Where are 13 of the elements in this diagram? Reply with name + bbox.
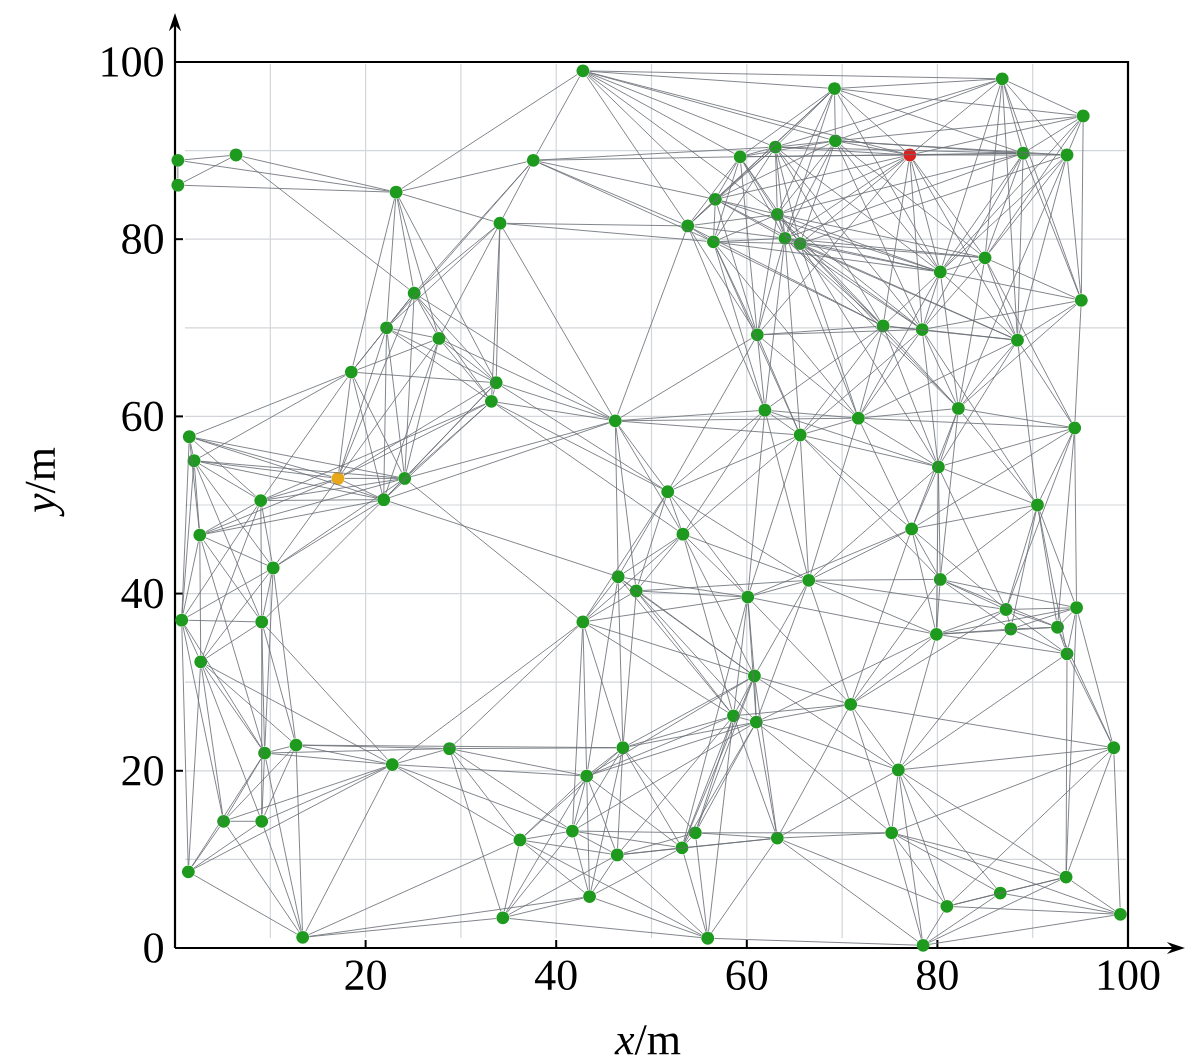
tick-label: 100	[1098, 960, 1160, 991]
tick-label: 60	[726, 960, 768, 991]
axis-label: y/m	[25, 447, 65, 517]
tick-label: 60	[122, 401, 163, 432]
axis-label: x/m	[614, 1025, 681, 1055]
tick-label: 40	[121, 578, 163, 609]
tick-label: 80	[917, 960, 958, 991]
tick-label: 80	[122, 224, 163, 255]
tick-label: 100	[102, 47, 163, 77]
tick-label: 40	[535, 960, 577, 991]
tick-label: 20	[345, 960, 386, 991]
tick-label: 20	[122, 755, 163, 786]
tick-label: 0	[144, 933, 163, 963]
